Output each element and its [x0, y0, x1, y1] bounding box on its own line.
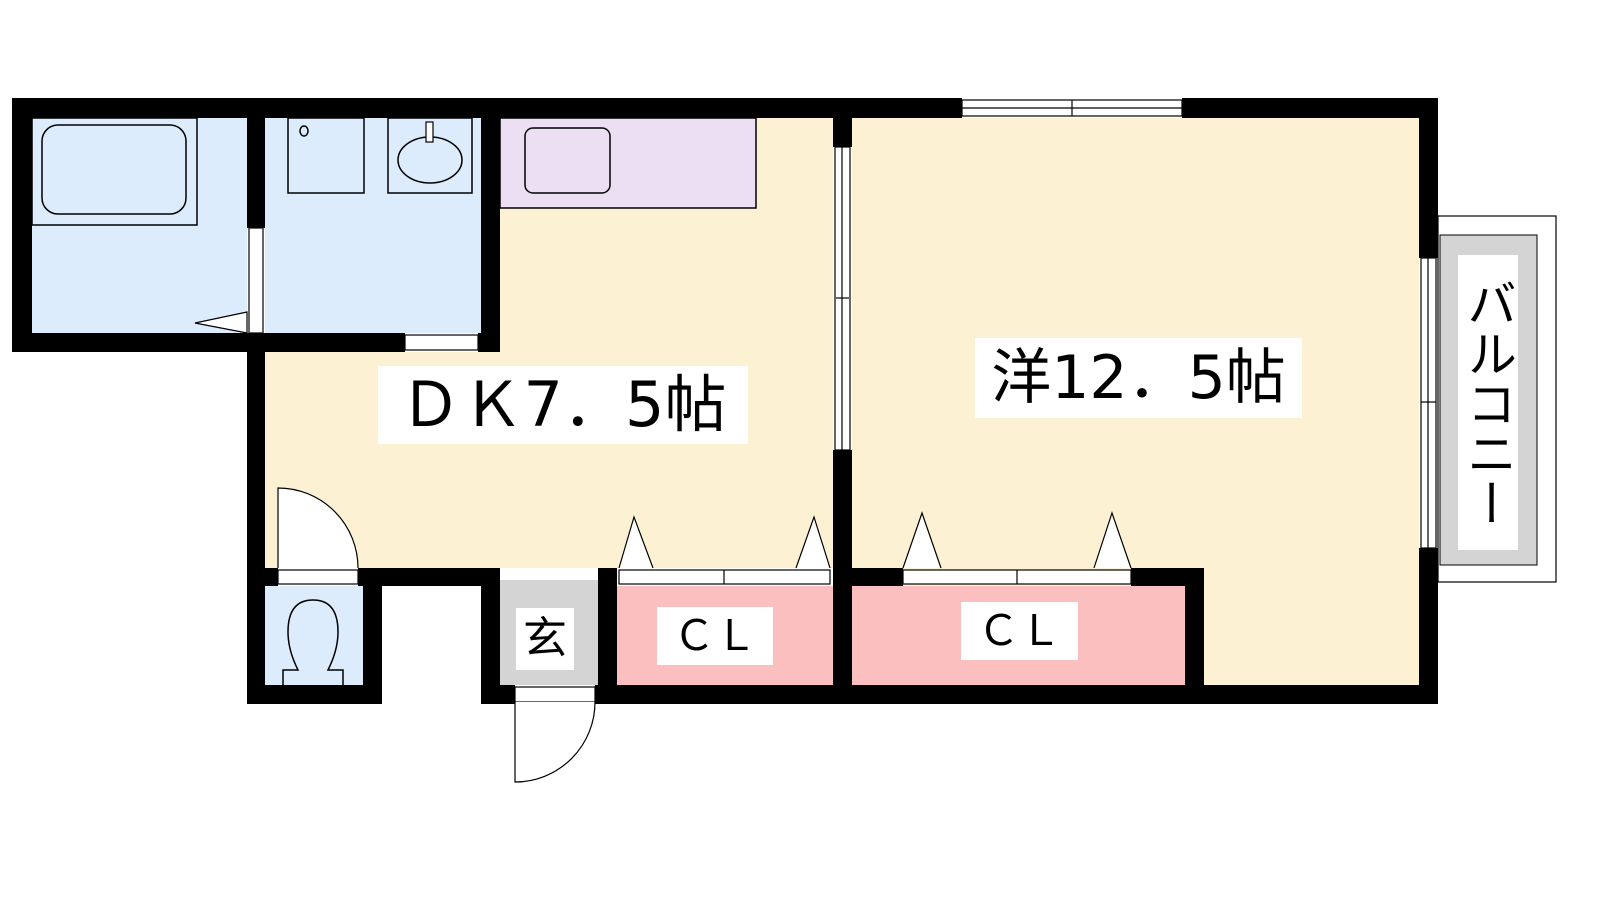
closet-2-label: ＣＬ: [961, 602, 1078, 660]
balcony-label: バルコニー: [1458, 255, 1518, 550]
faucet-icon: [425, 121, 434, 143]
closet-1-label: ＣＬ: [657, 607, 773, 665]
toilet-floor: [265, 586, 363, 685]
washroom-door[interactable]: [404, 334, 479, 351]
drain-icon: [299, 125, 309, 137]
entrance-label: 玄: [516, 608, 574, 670]
entrance-door-swing: [514, 701, 596, 783]
dk-room-label: ＤＫ7．5帖: [378, 366, 748, 444]
washroom-floor: [265, 118, 481, 333]
closet-1-door-marker: [795, 515, 831, 569]
kitchen-sink: [524, 127, 611, 194]
bathtub-basin: [41, 124, 187, 215]
walls: [12, 98, 1438, 704]
bath-door-swing: [194, 311, 248, 334]
closet-2-door-marker: [1093, 511, 1132, 569]
closet-2-door-marker: [902, 511, 942, 569]
western-room-label: 洋12．5帖: [975, 338, 1302, 418]
entrance-door[interactable]: [514, 686, 596, 703]
toilet-icon: [282, 599, 344, 685]
toilet-door[interactable]: [277, 569, 359, 585]
closet-1-door-marker: [618, 515, 654, 569]
bath-door[interactable]: [248, 227, 264, 334]
dk-door-swing: [277, 487, 359, 569]
